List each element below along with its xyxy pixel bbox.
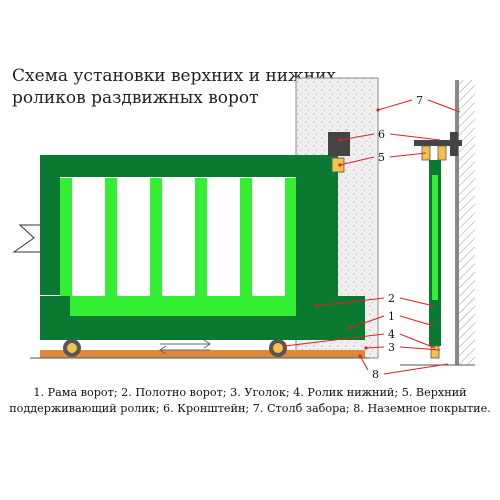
legend-line-2: поддерживающий ролик; 6. Кронштейн; 7. С… [9, 402, 491, 415]
callout-1: 1 [388, 310, 395, 323]
callout-4: 4 [388, 328, 395, 341]
side-view-wall [455, 80, 459, 365]
callout-6: 6 [378, 128, 385, 141]
side-view-bottom-roller [430, 345, 440, 359]
ground-surface [40, 350, 365, 358]
bracket [328, 132, 350, 156]
diagram-title-line-1: Схема установки верхних и нижних [12, 66, 337, 86]
side-view-bracket-arm [414, 140, 462, 146]
break-line [12, 224, 40, 253]
callout-7: 7 [416, 94, 423, 107]
side-view-wall-hatch [459, 80, 475, 365]
bottom-roller-right [269, 339, 287, 357]
sliding-direction-arrow [159, 339, 211, 355]
side-view-bracket-mount [450, 132, 458, 156]
callout-3: 3 [388, 341, 395, 354]
side-view-gate-panel [432, 175, 438, 300]
callout-2: 2 [388, 292, 395, 305]
legend-line-1: 1. Рама ворот; 2. Полотно ворот; 3. Угол… [33, 386, 467, 399]
side-view-top-roller-right [437, 145, 447, 161]
bottom-roller-left [63, 339, 81, 357]
top-roller [331, 157, 345, 173]
gate-frame [40, 155, 365, 340]
gate-panel [40, 155, 330, 316]
callout-markers [283, 108, 380, 358]
diagram-title-line-2: роликов раздвижных ворот [12, 88, 259, 108]
callout-8: 8 [372, 368, 379, 381]
callout-lines [284, 99, 461, 375]
callout-5: 5 [378, 151, 385, 164]
